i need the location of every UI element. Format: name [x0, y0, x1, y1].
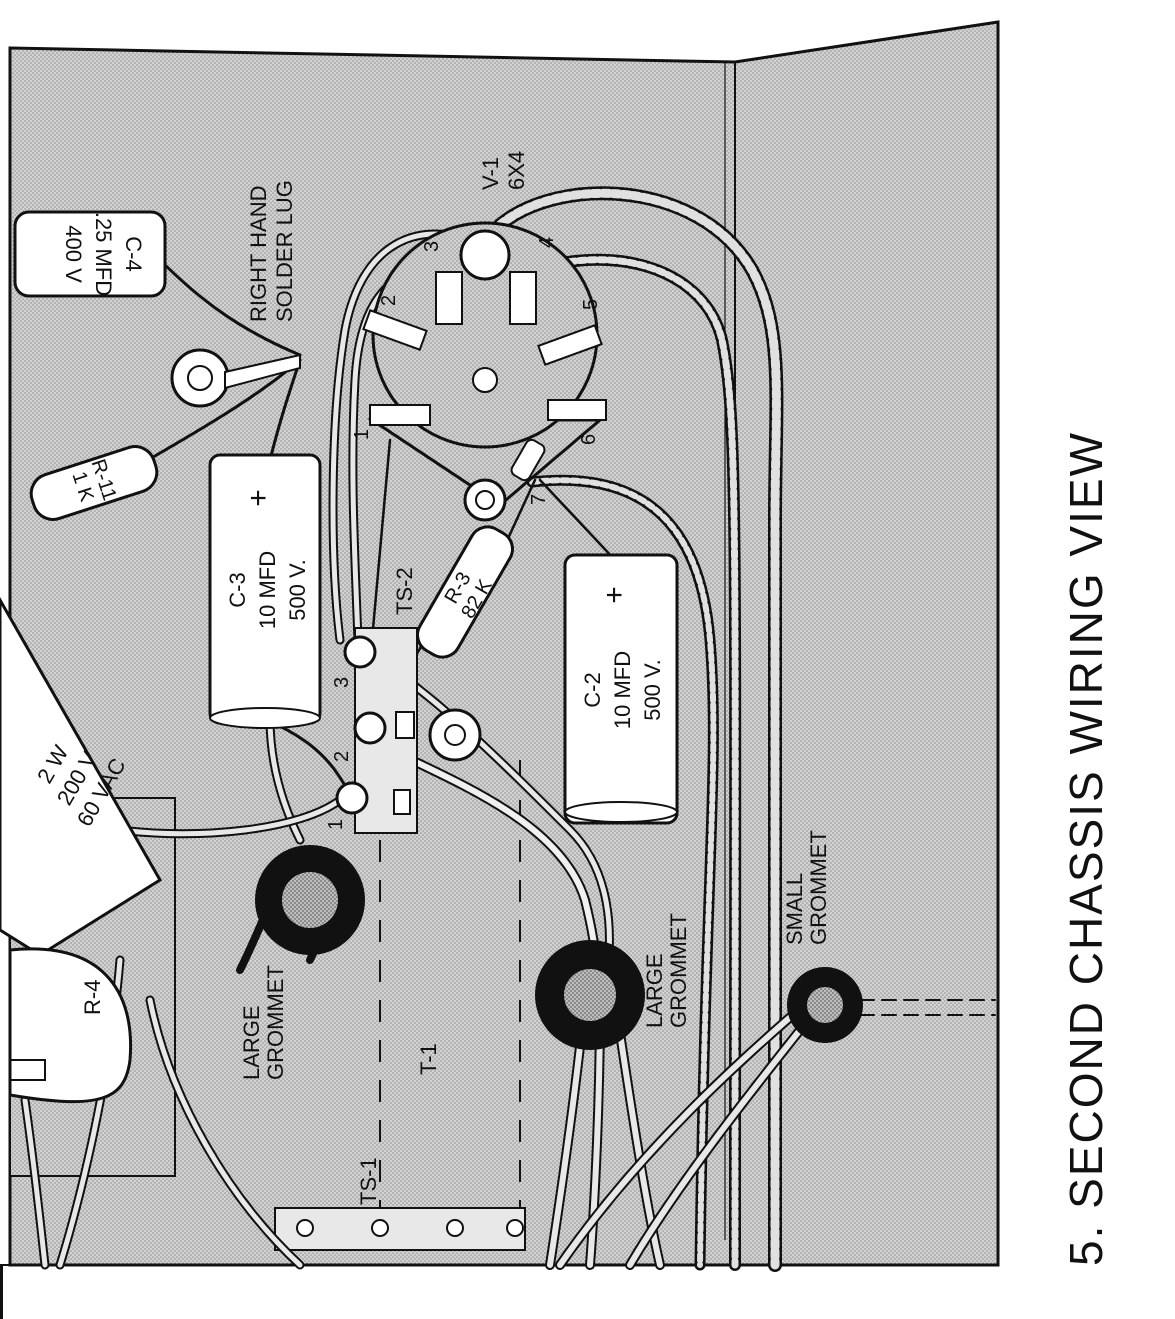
- tube-socket-plate: [367, 418, 605, 522]
- v1-tube: 6X4: [504, 151, 529, 190]
- ts2-ref: TS-2: [392, 567, 417, 615]
- small-grommet-line1: SMALL: [782, 873, 807, 945]
- large-grommet-left-line1: LARGE: [239, 1005, 264, 1080]
- c4-value: .25 MFD: [91, 212, 116, 296]
- pin-4: 4: [536, 237, 558, 248]
- r4-ref: R-4: [80, 980, 105, 1015]
- pin-5: 5: [580, 299, 602, 310]
- capacitor-c4: [13, 210, 167, 298]
- ts2-lug-3: 3: [331, 677, 353, 688]
- c3-label: C-3 10 MFD 500 V.: [225, 551, 310, 629]
- solder-lug-line1: RIGHT HAND: [246, 186, 271, 323]
- figure-caption: 5. SECOND CHASSIS WIRING VIEW: [1060, 431, 1112, 1266]
- ts2-lug-1: 1: [325, 819, 347, 830]
- pin-6: 6: [578, 434, 600, 445]
- pin-1: 1: [351, 429, 373, 440]
- large-grommet-left-line2: GROMMET: [263, 965, 288, 1080]
- c2-ref: C-2: [580, 672, 605, 707]
- c2-voltage: 500 V.: [640, 659, 665, 721]
- terminal-strip-ts2: [335, 627, 482, 834]
- capacitor-c3: [208, 453, 322, 729]
- c3-value: 10 MFD: [255, 551, 280, 629]
- small-grommet-label: SMALL GROMMET: [782, 830, 831, 945]
- v1-ref: V-1: [478, 157, 503, 190]
- large-grommet-center-line2: GROMMET: [666, 913, 691, 1028]
- resistor-r4: [8, 947, 133, 1104]
- transformer-outline: [379, 760, 521, 1210]
- ts1-ref: TS-1: [356, 1157, 381, 1205]
- t1-ref: T-1: [416, 1043, 441, 1075]
- wires: [20, 186, 996, 1272]
- large-grommet-center-label: LARGE GROMMET: [642, 913, 691, 1028]
- pin-2: 2: [378, 295, 400, 306]
- terminal-strip-ts1: [274, 1207, 526, 1251]
- c4-ref: C-4: [121, 236, 146, 271]
- resistor-r3: [416, 438, 546, 659]
- pin-7: 7: [528, 494, 550, 505]
- v1-label: V-1 6X4: [478, 151, 529, 190]
- capacitor-c2: [563, 553, 679, 825]
- solder-lug: [170, 348, 301, 408]
- resistor-r11: [29, 445, 159, 521]
- solder-lug-line2: SOLDER LUG: [272, 180, 297, 322]
- solder-lug-label: RIGHT HAND SOLDER LUG: [246, 180, 297, 322]
- tube-socket-v1: [362, 221, 607, 449]
- large-grommet-left-label: LARGE GROMMET: [239, 965, 288, 1080]
- large-grommet-left: [255, 845, 365, 955]
- ts2-lug-2: 2: [331, 751, 353, 762]
- c4-voltage: 400 V: [61, 225, 86, 283]
- large-grommet-center-line1: LARGE: [642, 953, 667, 1028]
- c3-voltage: 500 V.: [285, 559, 310, 621]
- c4-label-group: C-4 .25 MFD 400 V: [61, 212, 146, 296]
- socket-pin-labels: 1 2 3 4 5 6 7: [351, 237, 602, 505]
- small-grommet-line2: GROMMET: [806, 830, 831, 945]
- c2-label: C-2 10 MFD 500 V.: [580, 651, 665, 729]
- small-grommet: [787, 967, 863, 1043]
- large-grommet-center: [535, 940, 645, 1050]
- c3-ref: C-3: [225, 572, 250, 607]
- c2-polarity: +: [598, 586, 631, 604]
- pin-3: 3: [421, 241, 443, 252]
- c3-polarity: +: [242, 489, 275, 507]
- r11-label: R-11 1 K: [67, 457, 120, 505]
- c2-value: 10 MFD: [610, 651, 635, 729]
